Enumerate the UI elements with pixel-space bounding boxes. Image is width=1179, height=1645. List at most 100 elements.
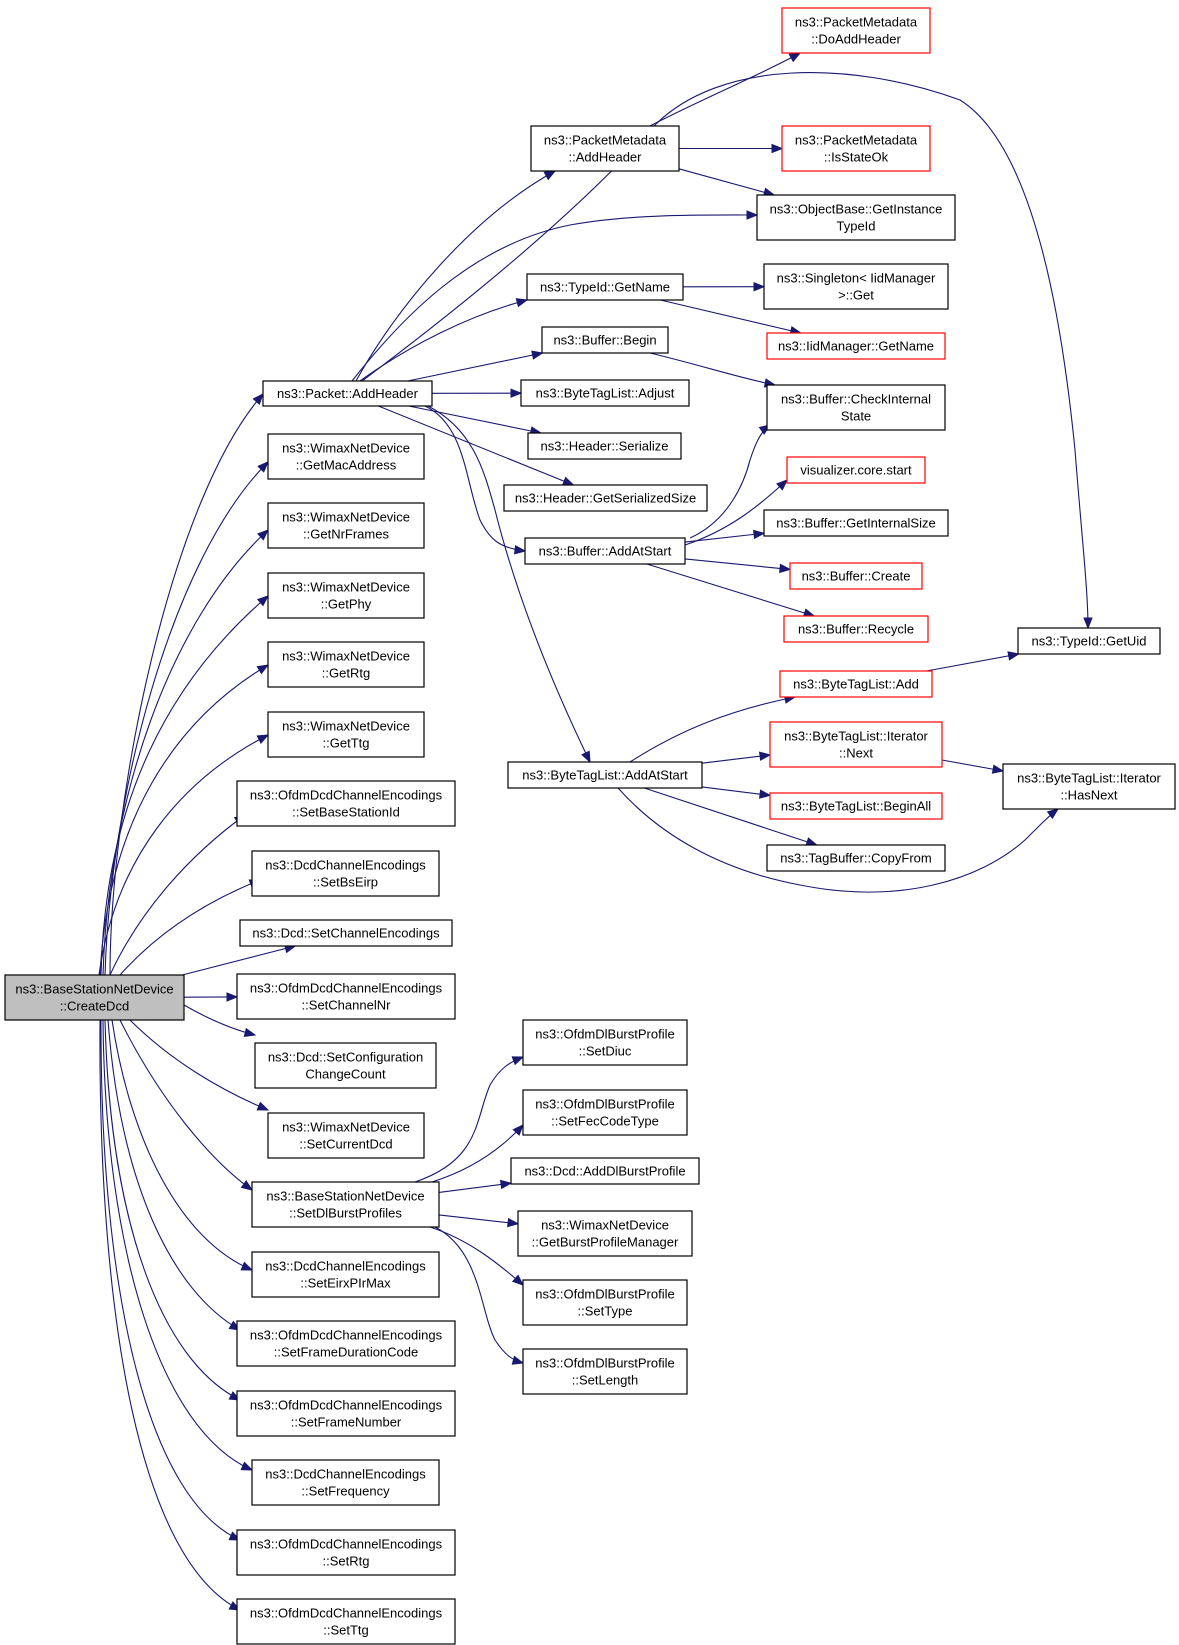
node-pm_doaddheader[interactable]: ns3::PacketMetadata::DoAddHeader <box>781 7 931 54</box>
node-wmx_getmac-box[interactable] <box>267 433 425 480</box>
node-dcd_seteirx-box[interactable] <box>251 1251 440 1298</box>
node-buf_addatstart-box[interactable] <box>524 537 686 565</box>
node-pm_doaddheader-box[interactable] <box>781 7 931 54</box>
node-pm_isstateok-box[interactable] <box>781 125 931 172</box>
node-buf_begin[interactable]: ns3::Buffer::Begin <box>541 326 669 354</box>
node-vis_start-box[interactable] <box>786 456 926 484</box>
node-dcd_setbseirp[interactable]: ns3::DcdChannelEncodings::SetBsEirp <box>251 850 440 897</box>
node-pkt_addheader[interactable]: ns3::Packet::AddHeader <box>262 380 433 407</box>
node-hdr_getsersize-box[interactable] <box>503 484 708 512</box>
node-dcd_setfreq[interactable]: ns3::DcdChannelEncodings::SetFrequency <box>251 1459 440 1506</box>
node-bs_setdlbp[interactable]: ns3::BaseStationNetDevice::SetDlBurstPro… <box>251 1181 440 1228</box>
node-buf_recycle[interactable]: ns3::Buffer::Recycle <box>783 615 929 643</box>
node-hdr_getsersize[interactable]: ns3::Header::GetSerializedSize <box>503 484 708 512</box>
node-ofdm_setchnr-box[interactable] <box>236 973 456 1020</box>
node-pm_addheader[interactable]: ns3::PacketMetadata::AddHeader <box>530 125 680 172</box>
node-ofdm_setrtg-box[interactable] <box>236 1529 456 1576</box>
node-ofdm_setfdc[interactable]: ns3::OfdmDcdChannelEncodings::SetFrameDu… <box>236 1320 456 1367</box>
node-buf_addatstart[interactable]: ns3::Buffer::AddAtStart <box>524 537 686 565</box>
node-btl_addatstart[interactable]: ns3::ByteTagList::AddAtStart <box>507 761 703 789</box>
node-buf_create[interactable]: ns3::Buffer::Create <box>789 562 923 590</box>
node-wmx_getttg-box[interactable] <box>267 711 425 758</box>
node-ofdmdl_settype[interactable]: ns3::OfdmDlBurstProfile::SetType <box>522 1279 688 1326</box>
node-ofdmdl_setfec-box[interactable] <box>522 1089 688 1136</box>
node-ofdmdl_setfec[interactable]: ns3::OfdmDlBurstProfile::SetFecCodeType <box>522 1089 688 1136</box>
node-wmx_setcurdcd[interactable]: ns3::WimaxNetDevice::SetCurrentDcd <box>267 1112 425 1159</box>
node-btl_add[interactable]: ns3::ByteTagList::Add <box>779 670 933 698</box>
node-iid_getname-box[interactable] <box>766 332 946 360</box>
node-iid_getname[interactable]: ns3::IidManager::GetName <box>766 332 946 360</box>
node-dcd_adddlbp-box[interactable] <box>510 1157 700 1185</box>
node-wmx_getttg[interactable]: ns3::WimaxNetDevice::GetTtg <box>267 711 425 758</box>
node-ofdm_setchnr[interactable]: ns3::OfdmDcdChannelEncodings::SetChannel… <box>236 973 456 1020</box>
node-pm_addheader-box[interactable] <box>530 125 680 172</box>
node-wmx_getnrframes-box[interactable] <box>267 502 425 549</box>
node-dcd_setfreq-box[interactable] <box>251 1459 440 1506</box>
node-buf_create-box[interactable] <box>789 562 923 590</box>
node-tb_copyfrom[interactable]: ns3::TagBuffer::CopyFrom <box>766 844 946 872</box>
node-dcd_adddlbp[interactable]: ns3::Dcd::AddDlBurstProfile <box>510 1157 700 1185</box>
node-ofdm_setbsid[interactable]: ns3::OfdmDcdChannelEncodings::SetBaseSta… <box>236 780 456 827</box>
node-btl_addatstart-box[interactable] <box>507 761 703 789</box>
node-btl_adjust[interactable]: ns3::ByteTagList::Adjust <box>520 379 690 407</box>
node-btl_it_next[interactable]: ns3::ByteTagList::Iterator::Next <box>769 721 943 768</box>
node-wmx_getbpm-box[interactable] <box>517 1210 693 1257</box>
node-hdr_serialize[interactable]: ns3::Header::Serialize <box>527 432 682 460</box>
node-ofdm_setfn[interactable]: ns3::OfdmDcdChannelEncodings::SetFrameNu… <box>236 1390 456 1437</box>
node-buf_begin-box[interactable] <box>541 326 669 354</box>
node-wmx_getnrframes[interactable]: ns3::WimaxNetDevice::GetNrFrames <box>267 502 425 549</box>
node-buf_getintsize[interactable]: ns3::Buffer::GetInternalSize <box>763 509 949 537</box>
node-tid_getname[interactable]: ns3::TypeId::GetName <box>526 273 684 301</box>
node-tid_getuid-box[interactable] <box>1017 627 1161 655</box>
node-dcd_setconfchg-box[interactable] <box>254 1042 437 1089</box>
node-wmx_getbpm[interactable]: ns3::WimaxNetDevice::GetBurstProfileMana… <box>517 1210 693 1257</box>
node-ofdmdl_setlength-box[interactable] <box>522 1348 688 1395</box>
node-dcd_setchenc-box[interactable] <box>239 919 453 947</box>
node-ofdmdl_settype-box[interactable] <box>522 1279 688 1326</box>
node-root[interactable]: ns3::BaseStationNetDevice::CreateDcd <box>4 974 185 1021</box>
node-btl_it_hasnext[interactable]: ns3::ByteTagList::Iterator::HasNext <box>1002 763 1176 810</box>
node-bs_setdlbp-box[interactable] <box>251 1181 440 1228</box>
node-root-box[interactable] <box>4 974 185 1021</box>
node-vis_start[interactable]: visualizer.core.start <box>786 456 926 484</box>
node-wmx_getmac[interactable]: ns3::WimaxNetDevice::GetMacAddress <box>267 433 425 480</box>
node-singleton_get-box[interactable] <box>763 263 949 310</box>
node-ofdm_setfdc-box[interactable] <box>236 1320 456 1367</box>
node-buf_recycle-box[interactable] <box>783 615 929 643</box>
node-ofdm_setfn-box[interactable] <box>236 1390 456 1437</box>
node-btl_beginall[interactable]: ns3::ByteTagList::BeginAll <box>769 792 943 820</box>
node-dcd_setchenc[interactable]: ns3::Dcd::SetChannelEncodings <box>239 919 453 947</box>
node-wmx_getrtg[interactable]: ns3::WimaxNetDevice::GetRtg <box>267 641 425 688</box>
node-dcd_setbseirp-box[interactable] <box>251 850 440 897</box>
node-wmx_getphy[interactable]: ns3::WimaxNetDevice::GetPhy <box>267 572 425 619</box>
node-ofdm_setrtg[interactable]: ns3::OfdmDcdChannelEncodings::SetRtg <box>236 1529 456 1576</box>
node-tb_copyfrom-box[interactable] <box>766 844 946 872</box>
node-ofdm_setbsid-box[interactable] <box>236 780 456 827</box>
node-wmx_setcurdcd-box[interactable] <box>267 1112 425 1159</box>
node-buf_getintsize-box[interactable] <box>763 509 949 537</box>
node-tid_getuid[interactable]: ns3::TypeId::GetUid <box>1017 627 1161 655</box>
node-ofdmdl_setlength[interactable]: ns3::OfdmDlBurstProfile::SetLength <box>522 1348 688 1395</box>
node-pm_isstateok[interactable]: ns3::PacketMetadata::IsStateOk <box>781 125 931 172</box>
node-ofdm_setttg[interactable]: ns3::OfdmDcdChannelEncodings::SetTtg <box>236 1598 456 1645</box>
node-ofdm_setttg-box[interactable] <box>236 1598 456 1645</box>
node-buf_checkstate-box[interactable] <box>766 384 946 431</box>
node-wmx_getrtg-box[interactable] <box>267 641 425 688</box>
node-ob_getinstance-box[interactable] <box>756 194 956 241</box>
node-wmx_getphy-box[interactable] <box>267 572 425 619</box>
node-btl_it_next-box[interactable] <box>769 721 943 768</box>
node-ofdmdl_setdiuc-box[interactable] <box>522 1019 688 1066</box>
node-tid_getname-box[interactable] <box>526 273 684 301</box>
node-hdr_serialize-box[interactable] <box>527 432 682 460</box>
node-btl_adjust-box[interactable] <box>520 379 690 407</box>
node-singleton_get[interactable]: ns3::Singleton< IidManager>::Get <box>763 263 949 310</box>
node-btl_it_hasnext-box[interactable] <box>1002 763 1176 810</box>
node-pkt_addheader-box[interactable] <box>262 380 433 407</box>
node-dcd_seteirx[interactable]: ns3::DcdChannelEncodings::SetEirxPIrMax <box>251 1251 440 1298</box>
node-btl_add-box[interactable] <box>779 670 933 698</box>
node-btl_beginall-box[interactable] <box>769 792 943 820</box>
node-ofdmdl_setdiuc[interactable]: ns3::OfdmDlBurstProfile::SetDiuc <box>522 1019 688 1066</box>
